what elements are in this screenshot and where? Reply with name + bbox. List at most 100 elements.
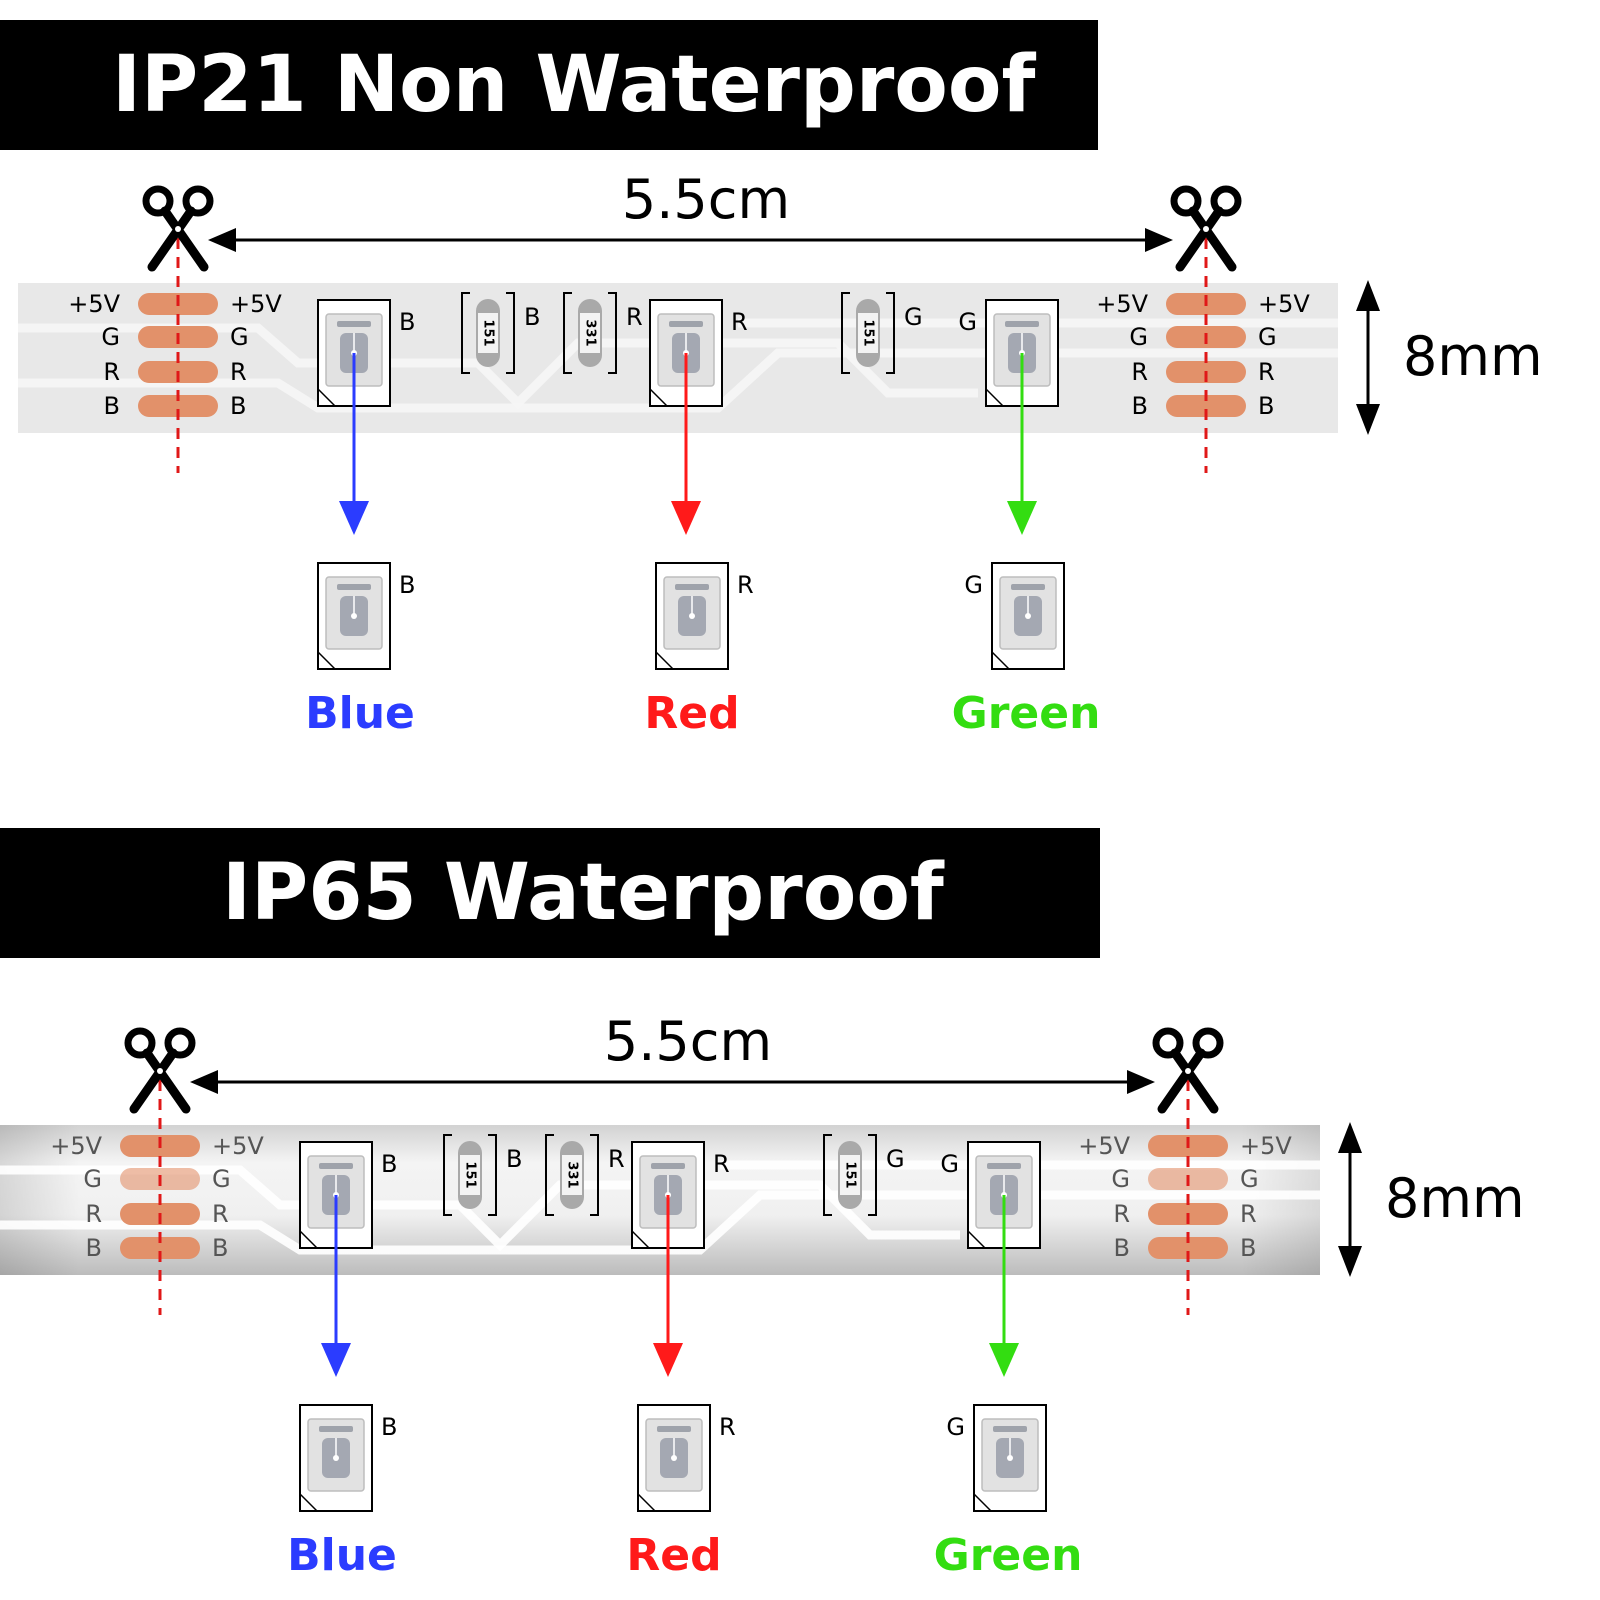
resistor-2: 331 R: [563, 292, 643, 374]
led-channel-label: B: [381, 1413, 397, 1441]
arrowhead-right-icon: [1145, 228, 1173, 252]
pad-label: G: [1129, 323, 1148, 351]
arrowhead-left-icon: [208, 228, 236, 252]
arrowhead-icon: [1007, 501, 1037, 535]
resistor-3: 151 G: [841, 292, 923, 374]
led-channel-label: B: [399, 308, 415, 336]
arrowhead-icon: [653, 1343, 683, 1377]
pad-label: R: [230, 358, 247, 386]
pad-label: +5V: [50, 1132, 102, 1160]
length-label: 5.5cm: [622, 168, 790, 231]
pad-label: B: [86, 1234, 102, 1262]
resistor-code: 151: [861, 319, 876, 346]
pad-label: R: [103, 358, 120, 386]
strip-led-red: R: [631, 1141, 730, 1249]
scissors-icon: [1156, 1031, 1220, 1109]
pad-label: G: [83, 1165, 102, 1193]
led-channel-label: G: [940, 1150, 959, 1178]
pad-label: R: [1258, 358, 1275, 386]
solder-pad: [1148, 1237, 1228, 1259]
led-channel-label: G: [946, 1413, 965, 1441]
resistor-code: 151: [463, 1161, 478, 1188]
scissors-icon: [1174, 189, 1238, 267]
color-name-green: Green: [934, 1530, 1083, 1581]
resistor-channel-label: R: [626, 303, 643, 331]
arrowhead-icon: [321, 1343, 351, 1377]
circuit-trace: [0, 1165, 960, 1252]
arrowhead-left-icon: [190, 1070, 218, 1094]
resistor-channel-label: R: [608, 1145, 625, 1173]
arrowhead-icon: [671, 501, 701, 535]
led-channel-label: R: [731, 308, 748, 336]
resistor-code: 151: [843, 1161, 858, 1188]
color-name-red: Red: [644, 688, 739, 739]
detail-led-green: G: [964, 562, 1065, 670]
arrowhead-up-icon: [1356, 280, 1380, 311]
resistor-1: 151 B: [461, 292, 540, 374]
arrowhead-right-icon: [1127, 1070, 1155, 1094]
pad-label: +5V: [1078, 1132, 1130, 1160]
detail-led-red: R: [655, 562, 754, 670]
led-channel-label: G: [958, 308, 977, 336]
pad-label: +5V: [68, 290, 120, 318]
arrowhead-icon: [989, 1343, 1019, 1377]
resistor-channel-label: B: [524, 303, 540, 331]
pad-label: G: [1111, 1165, 1130, 1193]
color-name-blue: Blue: [287, 1530, 397, 1581]
pad-label: B: [1132, 392, 1148, 420]
strip-led-red: R: [649, 299, 748, 407]
length-label: 5.5cm: [604, 1010, 772, 1073]
led-channel-label: B: [399, 571, 415, 599]
pad-label: B: [230, 392, 246, 420]
solder-pad: [138, 395, 218, 417]
led-channel-label: G: [964, 571, 983, 599]
pad-label: +5V: [1240, 1132, 1292, 1160]
resistor-2: 331 R: [545, 1134, 625, 1216]
pad-label: R: [212, 1200, 229, 1228]
detail-led-green: G: [946, 1404, 1047, 1512]
detail-led-blue: B: [299, 1404, 397, 1512]
scissors-icon: [128, 1031, 192, 1109]
resistor-channel-label: G: [886, 1145, 905, 1173]
pad-label: R: [1131, 358, 1148, 386]
width-label: 8mm: [1403, 325, 1543, 388]
pad-label: B: [1240, 1234, 1256, 1262]
resistor-code: 331: [565, 1161, 580, 1188]
pad-label: G: [230, 323, 249, 351]
detail-led-red: R: [637, 1404, 736, 1512]
pad-label: B: [1258, 392, 1274, 420]
pad-label: R: [1113, 1200, 1130, 1228]
color-name-red: Red: [626, 1530, 721, 1581]
led-channel-label: B: [381, 1150, 397, 1178]
resistor-3: 151 G: [823, 1134, 905, 1216]
resistor-channel-label: B: [506, 1145, 522, 1173]
pad-label: +5V: [230, 290, 282, 318]
pad-label: B: [212, 1234, 228, 1262]
pad-label: +5V: [1096, 290, 1148, 318]
circuit-trace: [18, 323, 978, 410]
led-channel-label: R: [713, 1150, 730, 1178]
solder-pad: [120, 1237, 200, 1259]
led-channel-label: R: [737, 571, 754, 599]
solder-pad: [1166, 395, 1246, 417]
color-name-blue: Blue: [305, 688, 415, 739]
width-label: 8mm: [1385, 1167, 1525, 1230]
resistor-code: 331: [583, 319, 598, 346]
pad-label: R: [1240, 1200, 1257, 1228]
resistor-code: 151: [481, 319, 496, 346]
section-title-ip65: IP65 Waterproof: [0, 828, 1100, 958]
pad-label: B: [104, 392, 120, 420]
section-title-ip21: IP21 Non Waterproof: [0, 20, 1098, 150]
pad-label: G: [212, 1165, 231, 1193]
arrowhead-down-icon: [1338, 1246, 1362, 1277]
arrowhead-up-icon: [1338, 1122, 1362, 1153]
pad-label: G: [101, 323, 120, 351]
resistor-channel-label: G: [904, 303, 923, 331]
pad-label: G: [1240, 1165, 1259, 1193]
detail-led-blue: B: [317, 562, 415, 670]
